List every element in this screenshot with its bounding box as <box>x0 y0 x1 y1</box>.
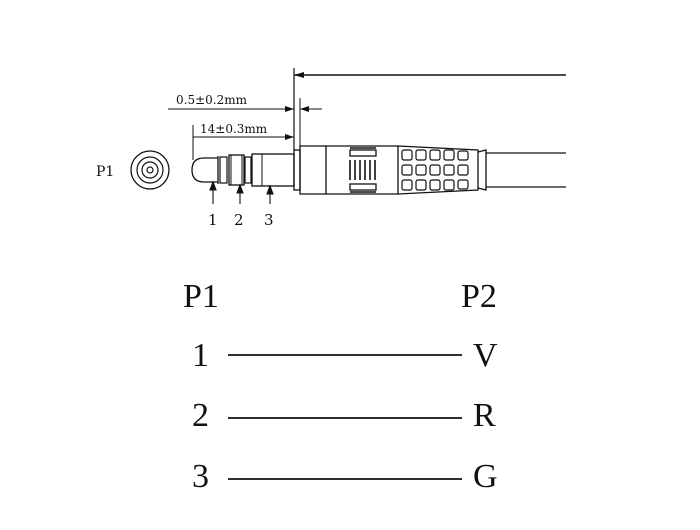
wiring-row: 3 G <box>192 458 498 495</box>
contact-pointers <box>209 180 274 204</box>
wiring-row-to: V <box>473 337 498 374</box>
wiring-row-to: R <box>473 397 496 434</box>
wiring-row-from: 3 <box>192 458 209 495</box>
p1-end-view-label: P1 <box>96 164 114 180</box>
wiring-row: 2 R <box>192 397 496 434</box>
wiring-row: 1 V <box>192 337 498 374</box>
wiring-row-from: 1 <box>192 337 209 374</box>
p1-end-view <box>130 150 170 190</box>
plug-side-view <box>191 145 566 195</box>
contact-label-3: 3 <box>264 211 274 229</box>
wiring-header-p1: P1 <box>183 278 219 315</box>
dimension-lines <box>168 68 566 160</box>
wiring-header-p2: P2 <box>461 278 497 315</box>
wiring-row-from: 2 <box>192 397 209 434</box>
contact-label-2: 2 <box>234 211 244 229</box>
contact-label-1: 1 <box>208 211 218 229</box>
wiring-row-to: G <box>473 458 498 495</box>
dimension-tip-text: 14±0.3mm <box>200 122 268 136</box>
dimension-overall-text: 0.5±0.2mm <box>176 93 248 107</box>
